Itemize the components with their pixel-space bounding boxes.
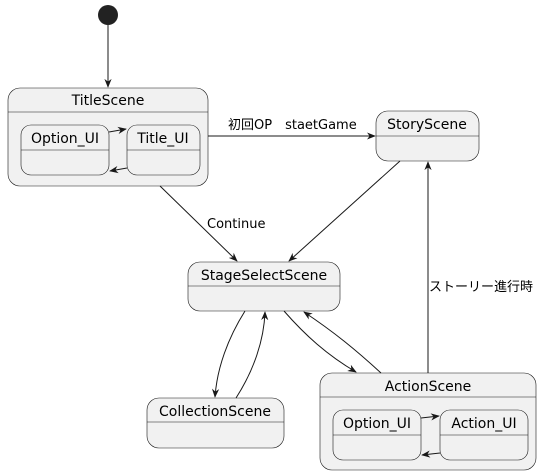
substate-title-title-ui-label: Title_UI: [136, 131, 188, 147]
edge-title-to-stage-select: [159, 185, 238, 262]
edge-action-to-stage-select: [303, 311, 382, 374]
label-title-to-story: 初回OP staetGame: [228, 118, 357, 133]
initial-node: [98, 5, 118, 25]
label-action-to-story: ストーリー進行時: [429, 280, 533, 295]
state-title-scene-label: TitleScene: [71, 93, 145, 109]
state-story-scene-label: StoryScene: [387, 117, 467, 133]
state-collection-scene[interactable]: CollectionScene: [146, 397, 285, 449]
edge-action-option-to-action-ui: [420, 413, 440, 421]
substate-action-action-ui[interactable]: Action_UI: [439, 409, 529, 461]
state-stage-select-scene-label: StageSelectScene: [201, 268, 327, 284]
label-title-to-stage-select: Continue: [207, 217, 265, 232]
substate-action-option-ui-label: Option_UI: [343, 416, 411, 432]
state-story-scene[interactable]: StoryScene: [375, 110, 480, 162]
substate-title-option-ui[interactable]: Option_UI: [20, 124, 110, 176]
edge-collection-to-stage-select: [235, 311, 269, 399]
edge-stage-select-to-action: [283, 310, 357, 373]
substate-action-option-ui[interactable]: Option_UI: [332, 409, 422, 461]
substate-title-option-ui-label: Option_UI: [31, 131, 99, 147]
edge-action-ui-to-action-option: [421, 450, 441, 458]
edge-title-ui-to-option-ui: [109, 166, 128, 174]
edge-story-to-stage-select: [288, 160, 401, 262]
state-collection-scene-label: CollectionScene: [159, 404, 271, 420]
edge-option-ui-to-title-ui: [108, 126, 127, 134]
state-action-scene-label: ActionScene: [385, 379, 472, 395]
substate-action-action-ui-label: Action_UI: [451, 416, 516, 432]
edge-stage-select-to-collection: [211, 310, 246, 398]
state-stage-select-scene[interactable]: StageSelectScene: [187, 261, 341, 312]
substate-title-title-ui[interactable]: Title_UI: [126, 124, 201, 176]
